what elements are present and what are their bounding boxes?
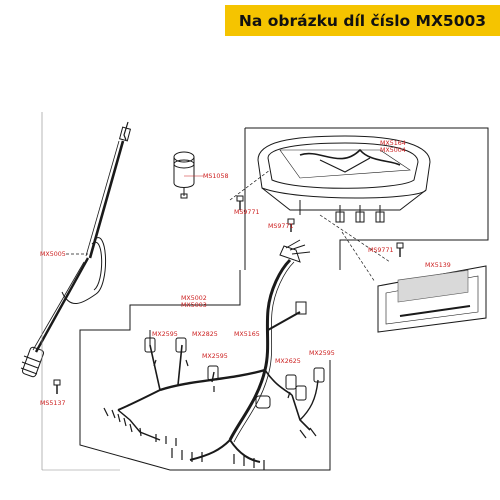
label-mx5165: MX5165 xyxy=(234,331,260,338)
wiring-harness xyxy=(117,239,319,463)
label-mx5004: MX5004 xyxy=(380,147,406,154)
banner-text: Na obrázku díl číslo MX5003 xyxy=(238,11,487,30)
label-ms9771-a: MS9771 xyxy=(234,209,259,216)
label-mx5003: MX5003 xyxy=(181,302,207,309)
label-mx2595-c: MX2595 xyxy=(309,350,335,357)
label-mx2825: MX2825 xyxy=(192,331,218,338)
label-mx2595-b: MX2595 xyxy=(202,353,228,360)
label-mx2625: MX2625 xyxy=(275,358,301,365)
screw-ms9771-b xyxy=(287,218,295,232)
label-mx5164: MX5164 xyxy=(380,140,406,147)
label-mx5002: MX5002 xyxy=(181,295,207,302)
instrument-cluster xyxy=(257,135,431,223)
bulb-sockets xyxy=(144,337,325,409)
screw-ms9771-a xyxy=(236,195,244,210)
part-number-banner: Na obrázku díl číslo MX5003 xyxy=(225,5,500,36)
label-mx5005: MX5005 xyxy=(40,251,66,258)
screw-ms5137 xyxy=(53,379,61,394)
lens-panel-mx5139 xyxy=(377,265,487,333)
part-labels: MX5005 MS5137 MS1058 MS9771 MS9771 MS977… xyxy=(40,140,451,407)
label-ms5137: MS5137 xyxy=(40,400,65,407)
leader-lines xyxy=(66,169,391,283)
speedometer-cable xyxy=(20,121,132,378)
socket-ms1058 xyxy=(173,151,204,199)
label-ms1058: MS1058 xyxy=(203,173,228,180)
screw-ms9771-c xyxy=(396,242,404,257)
label-ms9771-c: MS9771 xyxy=(368,247,393,254)
terminal-connectors xyxy=(103,359,317,470)
label-mx5139: MX5139 xyxy=(425,262,451,269)
label-ms9771-b: MS9771 xyxy=(268,223,293,230)
label-mx2595-a: MX2595 xyxy=(152,331,178,338)
